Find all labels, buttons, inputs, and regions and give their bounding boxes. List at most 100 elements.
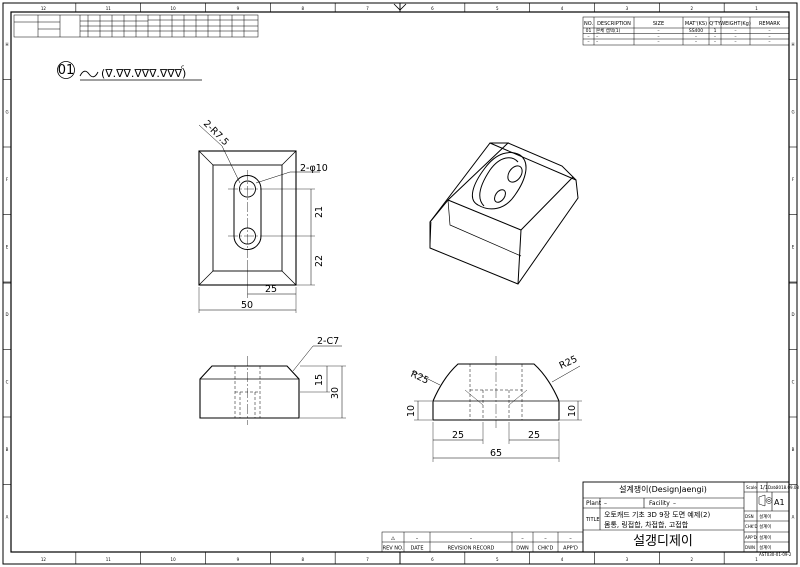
zone-label-top: 3 <box>626 6 629 11</box>
bom-cell: – <box>734 29 737 34</box>
zone-label-bottom: 5 <box>496 557 499 562</box>
dsn-value: 설계이 <box>759 513 771 520</box>
zone-label-left: E <box>6 244 9 249</box>
dwn-value: 설계이 <box>759 544 771 551</box>
zone-label-bottom: 1 <box>755 557 758 562</box>
zone-label-bottom: 2 <box>690 557 693 562</box>
bom-cell: – <box>587 35 590 40</box>
bom-cell: – <box>768 40 771 45</box>
dim-r7-5: 2-R7.5 <box>201 118 231 148</box>
bom-cell: – <box>657 40 660 45</box>
scale-value: 1/1 <box>760 485 768 491</box>
sheet-size: A1 <box>774 498 785 507</box>
bom-cell: – <box>695 35 698 40</box>
plant-label: Plant <box>586 500 602 507</box>
revision-header: REVISION RECORD <box>448 546 495 552</box>
zone-label-top: 5 <box>496 6 499 11</box>
chk-label: CHK'D <box>745 524 758 529</box>
revision-header: APP'D <box>563 546 578 552</box>
zone-label-bottom: 11 <box>106 557 112 562</box>
zone-label-left: B <box>6 447 9 452</box>
item-balloon <box>57 61 75 79</box>
zone-label-top: 9 <box>237 6 240 11</box>
title-line-1: 오토캐드 기초 3D 9장 도면 예제(2) <box>604 510 710 519</box>
zone-marks <box>3 3 797 564</box>
zone-label-right: E <box>792 244 795 249</box>
bom-cell: – <box>657 29 660 34</box>
bom-header: Q'TY <box>709 21 721 27</box>
bom-header: SIZE <box>653 21 664 27</box>
zone-label-top: 10 <box>171 6 177 11</box>
company-name: 설계쟁이(DesignJaengi) <box>619 484 707 494</box>
item-number: 01 <box>58 63 75 78</box>
bom-header: NO. <box>584 21 593 27</box>
bom-cell: – <box>734 40 737 45</box>
front-view <box>199 345 346 425</box>
chk-value: 설계이 <box>759 523 771 530</box>
bom-cell: – <box>587 40 590 45</box>
bom-header: WEIGHT(Kg) <box>720 21 751 27</box>
zone-label-bottom: 9 <box>237 557 240 562</box>
dim-65: 65 <box>490 448 502 459</box>
bom-table <box>582 16 790 46</box>
zone-label-top: 7 <box>366 6 369 11</box>
dim-d10: 2-φ10 <box>300 163 328 174</box>
dim-25-top: 25 <box>265 284 277 295</box>
bom-header: REMARK <box>759 21 781 27</box>
zone-label-right: C <box>792 379 795 384</box>
zone-label-left: H <box>5 42 8 47</box>
dim-10-left: 10 <box>406 405 417 417</box>
revision-cell: – <box>470 536 473 542</box>
zone-label-left: F <box>6 177 9 182</box>
revision-cell: – <box>569 536 572 542</box>
zone-label-right: G <box>791 109 794 114</box>
app-value: 설계이 <box>759 534 771 541</box>
plant-value: – <box>604 500 607 507</box>
facility-value: – <box>673 500 676 507</box>
date-label: Date <box>768 485 778 490</box>
zone-label-bottom: 12 <box>41 557 47 562</box>
drawing-number: AST030-01-09-2 <box>759 552 792 557</box>
scale-label: Scale <box>746 485 757 490</box>
bom-cell: – <box>768 35 771 40</box>
title-label: TITLE <box>585 517 600 523</box>
brand-name: 설갱디제이 <box>633 534 693 549</box>
bom-cell: – <box>714 40 717 45</box>
dim-25-left: 25 <box>452 430 464 441</box>
bom-cell: – <box>657 35 660 40</box>
dwn-label: DWN <box>745 545 755 550</box>
bom-cell: – <box>714 35 717 40</box>
zone-label-right: H <box>791 42 794 47</box>
bom-cell: SS400 <box>689 28 703 34</box>
isometric-view <box>429 142 579 285</box>
revision-header: DATE <box>410 546 423 552</box>
app-label: APP'D <box>745 535 757 540</box>
zone-label-left: A <box>6 514 9 519</box>
centering-marks <box>3 3 797 564</box>
revision-cell: ⚠ <box>391 536 396 542</box>
zone-label-right: F <box>792 177 795 182</box>
zone-label-bottom: 10 <box>171 557 177 562</box>
date-value: 2018.09.03 <box>776 485 799 490</box>
zone-label-top: 1 <box>755 6 758 11</box>
bom-cell: – <box>596 35 599 40</box>
revision-cell: – <box>544 536 547 542</box>
surface-finish-note: 01 (∇.∇∇.∇∇∇.∇∇∇) c <box>57 61 202 81</box>
bom-cell: – <box>596 40 599 45</box>
bom-cell: 01 <box>586 28 592 34</box>
zone-label-left: D <box>5 312 8 317</box>
finish-superscript: c <box>181 64 184 71</box>
zone-label-top: 8 <box>301 6 304 11</box>
tolerance-table <box>13 14 259 38</box>
zone-label-bottom: 7 <box>366 557 369 562</box>
dim-r25-right: R25 <box>558 354 580 372</box>
dsn-label: DSN <box>745 514 754 519</box>
revision-header: DWN <box>516 546 529 552</box>
zone-label-right: D <box>791 312 794 317</box>
